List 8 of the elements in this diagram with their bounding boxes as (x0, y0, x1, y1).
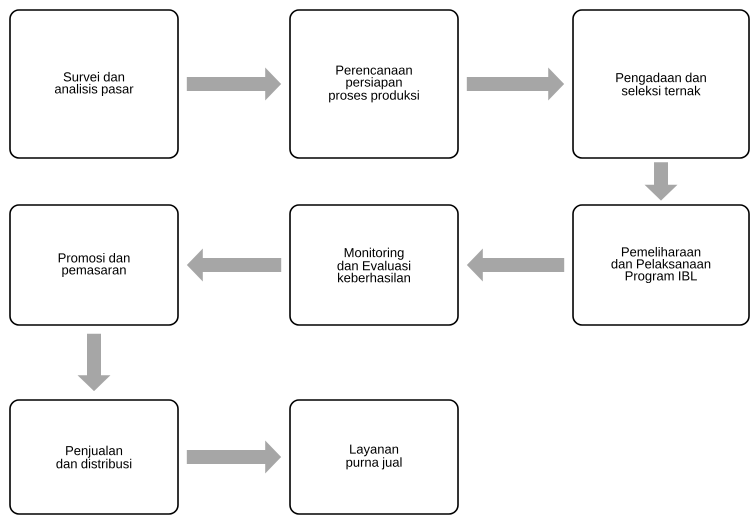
process-box: Penjualan dan distribusi (9, 399, 179, 515)
process-box: Pengadaan dan seleksi ternak (572, 9, 750, 159)
process-box: Layanan purna jual (289, 399, 459, 515)
process-box: Perencanaan persiapan proses produksi (289, 9, 459, 159)
process-box: Promosi dan pemasaran (9, 204, 179, 326)
process-box: Monitoring dan Evaluasi keberhasilan (289, 204, 459, 326)
process-box: Pemeliharaan dan Pelaksanaan Program IBL (572, 204, 750, 326)
process-box: Survei dan analisis pasar (9, 9, 179, 159)
